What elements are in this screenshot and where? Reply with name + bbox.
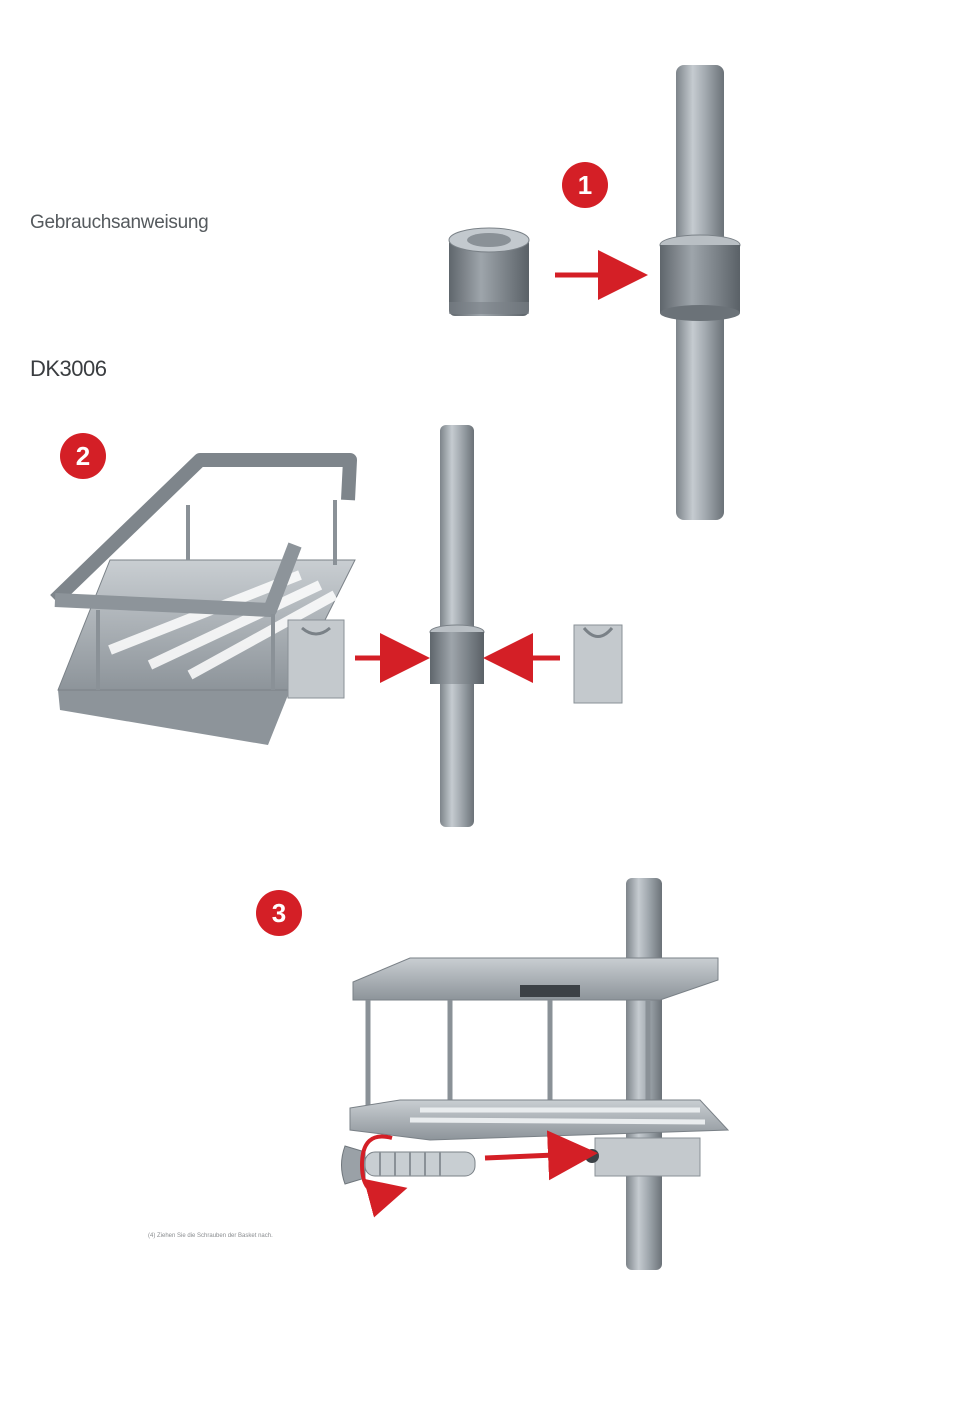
collar-on-pipe bbox=[429, 624, 485, 684]
step-1-illustration bbox=[448, 65, 741, 520]
step-1-badge: 1 bbox=[562, 162, 608, 208]
step-3-illustration bbox=[341, 878, 730, 1270]
push-arrow-icon bbox=[484, 1130, 598, 1181]
rotate-arrow-icon bbox=[359, 1134, 408, 1218]
document-title: Gebrauchsanweisung bbox=[30, 212, 209, 233]
collar-sleeve-icon bbox=[448, 227, 530, 316]
clamp-half-icon bbox=[573, 624, 623, 704]
model-number: DK3006 bbox=[30, 356, 107, 381]
collar-on-pipe bbox=[659, 234, 741, 321]
pipe-icon bbox=[626, 878, 662, 1270]
shower-basket-icon bbox=[349, 957, 730, 1177]
step-2-badge: 2 bbox=[60, 433, 106, 479]
step-caption: (4) Ziehen Sie die Schrauben der Basket … bbox=[148, 1233, 273, 1239]
shower-basket-icon bbox=[50, 453, 357, 745]
screw-icon bbox=[341, 1145, 476, 1185]
step-2-illustration bbox=[50, 425, 623, 827]
step-3-badge: 3 bbox=[256, 890, 302, 936]
